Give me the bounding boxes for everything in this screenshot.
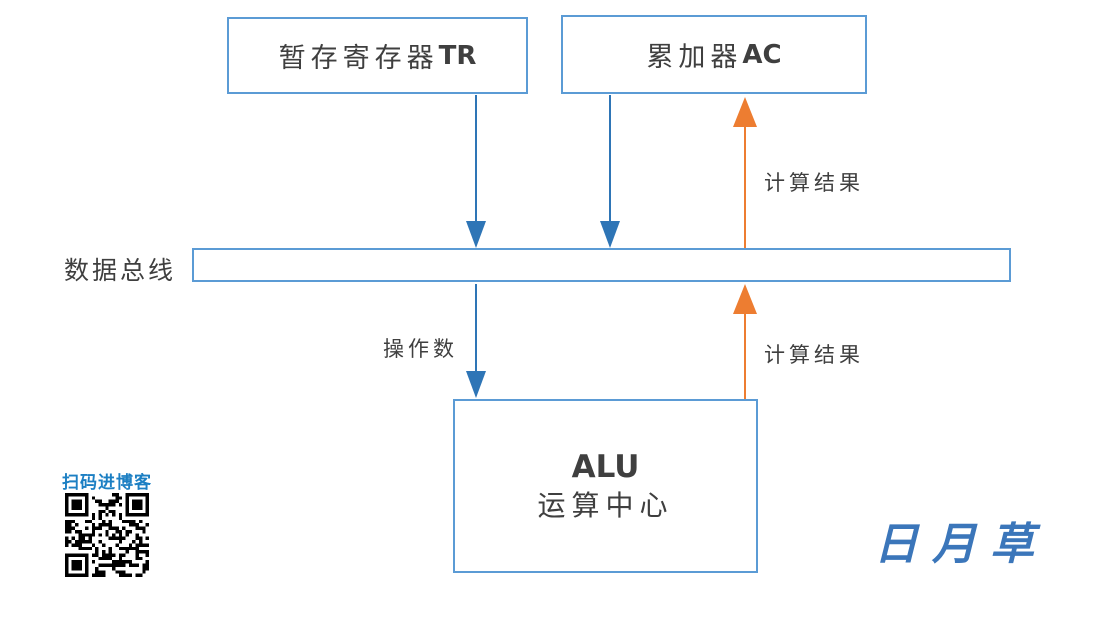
arrow-bus-to-ac-line (744, 125, 746, 248)
edge-label-result-top: 计算结果 (764, 171, 864, 195)
arrow-bus-to-alu-head-icon (466, 371, 486, 398)
arrow-alu-to-bus-line (744, 313, 746, 399)
edge-label-result-bottom: 计算结果 (764, 343, 864, 367)
arrow-bus-to-alu-line (475, 284, 477, 372)
ac-accumulator-label-latin: AC (742, 39, 782, 70)
tr-register-label-cjk: 暂存寄存器 (278, 43, 439, 73)
arrow-bus-to-ac-head-icon (733, 97, 757, 127)
arrow-ac-to-bus-head-icon (600, 221, 620, 248)
tr-register-label-latin: TR (438, 40, 477, 71)
qr-blog-label: 扫码进博客 (62, 473, 152, 493)
arrow-alu-to-bus-head-icon (733, 284, 757, 314)
author-signature: 日月草 (874, 519, 1048, 570)
edge-label-operand: 操作数 (383, 337, 458, 361)
alu-label-line1: ALU (571, 448, 640, 485)
alu-label-line2: 运算中心 (537, 490, 674, 522)
ac-accumulator-label-cjk: 累加器 (646, 42, 743, 72)
data-bus-bar (192, 248, 1011, 282)
alu-box: ALU 运算中心 (453, 399, 758, 573)
arrow-tr-to-bus-head-icon (466, 221, 486, 248)
qr-code (65, 493, 149, 577)
data-bus-label: 数据总线 (64, 258, 177, 285)
arrow-tr-to-bus-line (475, 95, 477, 224)
arrow-ac-to-bus-line (609, 95, 611, 224)
